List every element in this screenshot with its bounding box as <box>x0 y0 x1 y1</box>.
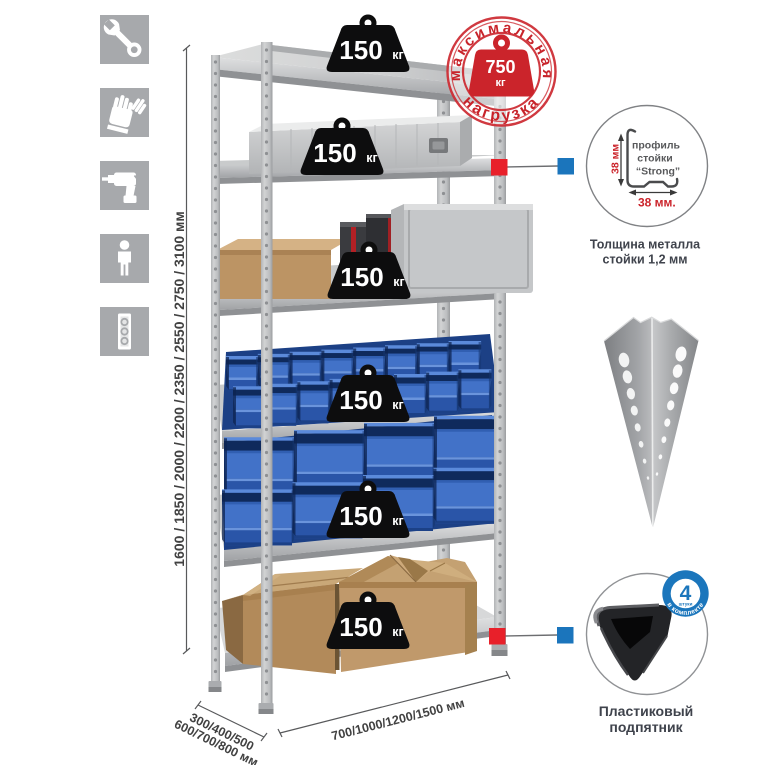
svg-text:профиль: профиль <box>632 140 680 152</box>
svg-text:кг: кг <box>495 77 506 89</box>
svg-text:кг: кг <box>392 625 403 639</box>
svg-text:750: 750 <box>485 57 515 77</box>
svg-text:подпятник: подпятник <box>609 719 683 735</box>
svg-text:150: 150 <box>340 262 383 292</box>
svg-text:“Strong”: “Strong” <box>636 166 680 178</box>
svg-text:Пластиковый: Пластиковый <box>599 703 694 719</box>
svg-text:150: 150 <box>339 612 382 642</box>
svg-text:1600 / 1850 / 2000 / 2200 / 23: 1600 / 1850 / 2000 / 2200 / 2350 / 2550 … <box>171 211 187 566</box>
svg-text:кг: кг <box>366 151 377 165</box>
svg-text:150: 150 <box>339 385 382 415</box>
svg-text:штуки: штуки <box>679 602 693 607</box>
svg-text:Толщина металла: Толщина металла <box>590 238 701 252</box>
svg-text:38 мм.: 38 мм. <box>638 196 676 210</box>
svg-text:кг: кг <box>393 275 404 289</box>
svg-text:стойки: стойки <box>637 153 672 165</box>
svg-text:150: 150 <box>313 138 356 168</box>
svg-text:38 мм: 38 мм <box>610 144 622 174</box>
svg-text:150: 150 <box>339 501 382 531</box>
svg-text:стойки 1,2 мм: стойки 1,2 мм <box>603 253 688 267</box>
svg-text:кг: кг <box>392 398 403 412</box>
svg-text:4: 4 <box>680 582 692 605</box>
svg-text:150: 150 <box>339 35 382 65</box>
svg-text:кг: кг <box>392 48 403 62</box>
svg-text:кг: кг <box>392 514 403 528</box>
